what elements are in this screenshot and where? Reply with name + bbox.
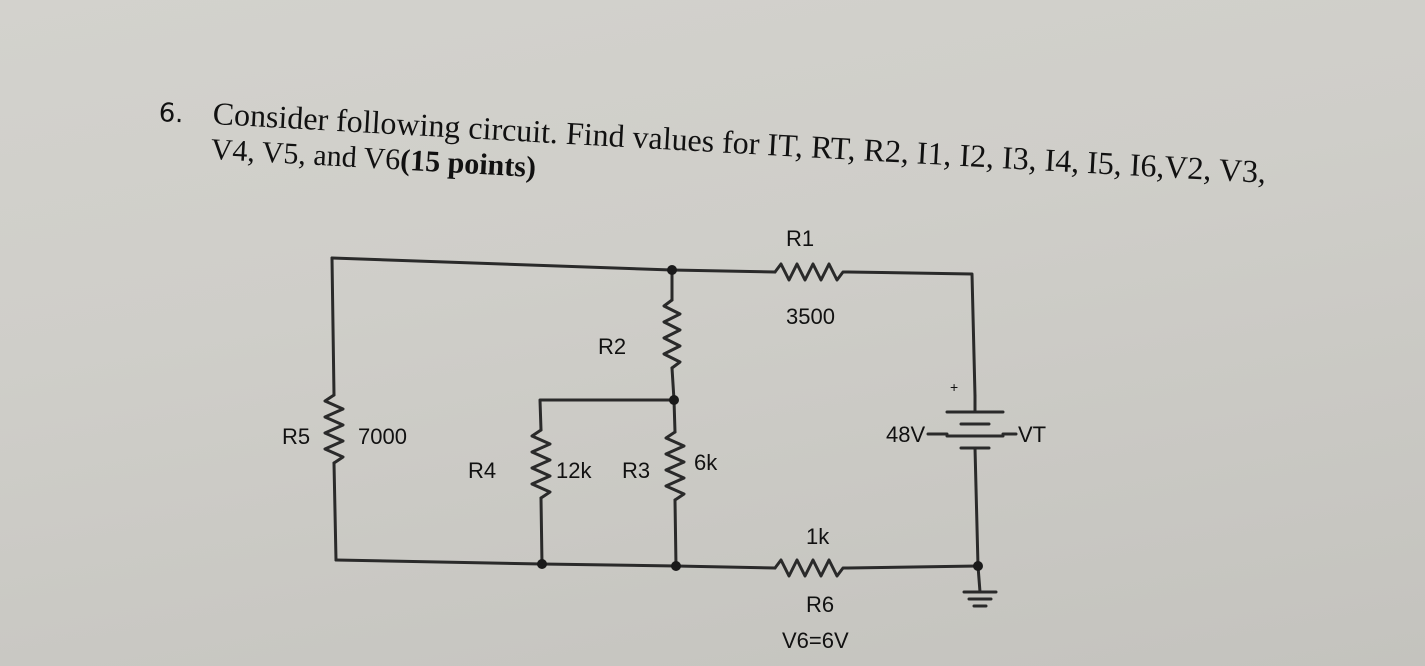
label-r4-value: 12k <box>556 458 592 483</box>
label-r1-value: 3500 <box>786 304 835 329</box>
resistor-r6 <box>773 558 850 578</box>
wire-middle <box>538 398 676 432</box>
label-r5-name: R5 <box>282 424 310 449</box>
resistor-r1 <box>773 262 850 282</box>
wire-top-right <box>846 270 977 398</box>
label-r6-value: 1k <box>806 524 830 549</box>
label-r1-name: R1 <box>786 226 814 251</box>
label-plus-sign: + <box>950 379 958 395</box>
junction-top <box>667 265 677 275</box>
wire-r3-top <box>672 398 677 434</box>
label-v6-note: V6=6V <box>782 628 849 653</box>
wire-left-upper <box>330 256 336 397</box>
resistor-r3 <box>664 430 686 502</box>
label-r6-name: R6 <box>806 592 834 617</box>
label-r3-value: 6k <box>694 450 718 475</box>
junction-bottom-right <box>973 561 983 571</box>
resistor-r4 <box>530 428 552 500</box>
label-source-value: 48V <box>886 422 925 447</box>
wire-left-lower <box>332 461 338 562</box>
wire-r4-bottom <box>539 496 544 566</box>
label-r3-name: R3 <box>622 458 650 483</box>
wire-top <box>330 256 777 274</box>
wire-r3-bottom <box>673 498 678 568</box>
wire-battery-bottom <box>973 446 980 568</box>
label-r5-value: 7000 <box>358 424 407 449</box>
resistor-r5 <box>323 393 345 465</box>
junction-middle <box>669 395 679 405</box>
junction-bottom-r3 <box>671 561 681 571</box>
junction-bottom-r4 <box>537 559 547 569</box>
wire-r2-bottom <box>670 366 676 402</box>
label-r2-name: R2 <box>598 334 626 359</box>
wire-bottom-left <box>334 558 777 570</box>
label-source-name: VT <box>1018 422 1046 447</box>
label-r4-name: R4 <box>468 458 496 483</box>
wire-bottom-right <box>846 564 980 570</box>
resistor-r2 <box>662 298 682 370</box>
